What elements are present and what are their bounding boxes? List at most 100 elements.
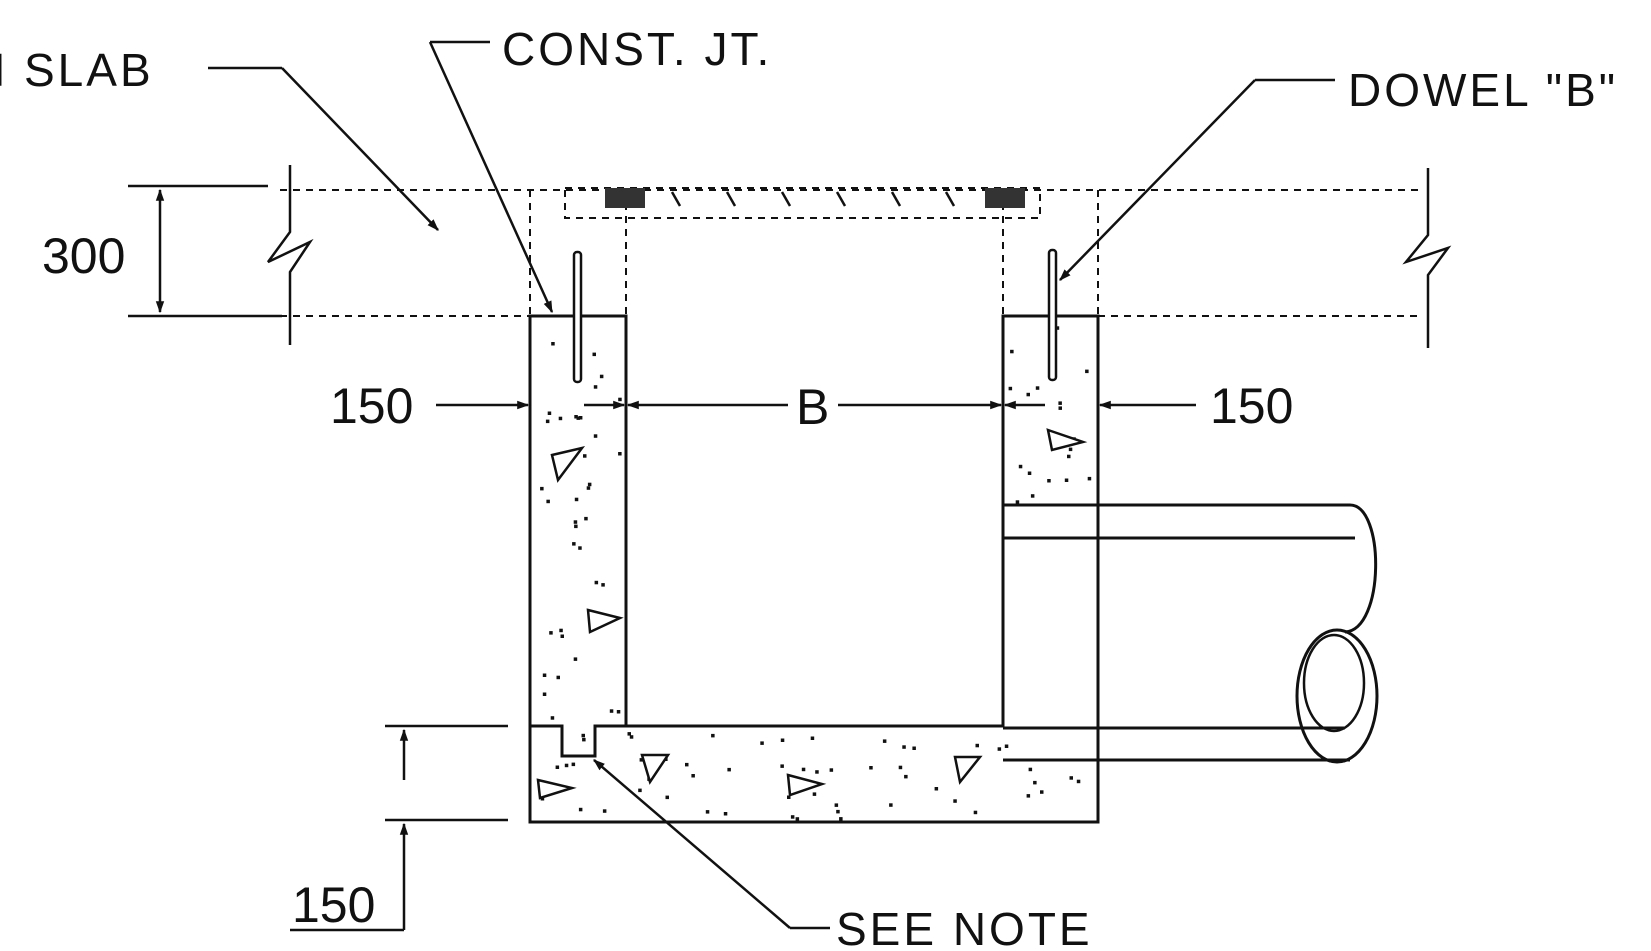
concrete-speckle [550, 716, 555, 720]
concrete-speckle [973, 810, 978, 815]
concrete-speckle [616, 710, 621, 714]
right-break-line [1402, 168, 1452, 348]
concrete-speckle [546, 499, 550, 504]
concrete-speckle [869, 766, 873, 770]
concrete-speckle [583, 454, 587, 458]
concrete-speckle [574, 497, 579, 502]
right-wall-dimension: 150 [1210, 378, 1293, 434]
concrete-speckle [549, 631, 553, 635]
inner-width-dimension: B [796, 379, 829, 435]
concrete-speckle [1030, 494, 1035, 498]
concrete-speckle [1035, 386, 1040, 390]
concrete-speckle [627, 732, 631, 736]
concrete-speckle [1008, 386, 1013, 391]
concrete-speckle [555, 765, 560, 769]
concrete-speckle [953, 799, 957, 803]
concrete-speckle [1026, 392, 1030, 397]
concrete-speckle [573, 520, 578, 524]
concrete-speckle [760, 741, 764, 745]
concrete-speckle [780, 764, 784, 768]
concrete-speckle [810, 736, 815, 740]
concrete-speckle [639, 758, 644, 762]
concrete-speckle [834, 803, 839, 807]
concrete-speckle [665, 795, 669, 800]
slab-leader [208, 66, 439, 231]
concrete-speckle [836, 809, 840, 814]
concrete-speckle [1069, 776, 1073, 780]
const-jt-label: CONST. JT. [502, 23, 772, 75]
concrete-speckle [542, 673, 547, 677]
concrete-speckle [685, 762, 689, 767]
concrete-speckle [1085, 369, 1089, 374]
concrete-speckle [559, 628, 563, 633]
concrete-speckle [898, 765, 903, 770]
concrete-speckle [1026, 794, 1031, 798]
concrete-speckle [574, 415, 578, 419]
grate-cover [564, 187, 1041, 219]
concrete-box [528, 314, 1100, 824]
concrete-speckle [540, 797, 545, 801]
concrete-speckle [578, 807, 583, 812]
concrete-speckle [609, 709, 614, 713]
concrete-speckle [1033, 780, 1037, 785]
concrete-speckle [801, 767, 806, 772]
concrete-speckle [572, 542, 576, 546]
concrete-speckle [787, 795, 791, 799]
slab-label: H SLAB [0, 44, 154, 96]
base-thickness-value: 150 [292, 877, 375, 933]
left-wall-dimension: 150 [330, 378, 413, 434]
concrete-speckle [780, 738, 785, 742]
concrete-speckle [904, 774, 908, 779]
concrete-speckle [1064, 478, 1069, 482]
concrete-speckle [1058, 406, 1062, 410]
concrete-speckle [1004, 744, 1009, 748]
concrete-speckle [1058, 401, 1062, 405]
concrete-speckle [599, 374, 604, 379]
concrete-speckle [727, 767, 731, 772]
concrete-speckle [571, 762, 576, 767]
concrete-speckle [574, 524, 578, 529]
concrete-speckle [582, 737, 586, 742]
slab-outline [280, 189, 1420, 317]
concrete-speckle [578, 546, 582, 550]
concrete-speckle [601, 583, 605, 587]
concrete-speckle [547, 411, 552, 415]
concrete-speckle [594, 580, 599, 585]
concrete-speckle [912, 746, 916, 750]
concrete-speckle [795, 817, 800, 821]
concrete-speckle [1067, 454, 1071, 459]
concrete-speckle [592, 352, 596, 357]
concrete-speckle [705, 810, 710, 814]
concrete-speckle [573, 657, 578, 661]
concrete-speckle [1076, 779, 1081, 784]
concrete-speckle [902, 745, 906, 749]
concrete-speckle [829, 768, 834, 772]
concrete-speckle [618, 397, 622, 402]
see-note-leader [593, 759, 830, 930]
concrete-speckle [1055, 326, 1060, 330]
concrete-speckle [975, 743, 979, 748]
see-note-label: SEE NOTE [836, 903, 1093, 951]
concrete-speckle [1040, 790, 1044, 794]
concrete-speckle [593, 434, 598, 438]
concrete-speckle [578, 416, 583, 420]
concrete-speckle [812, 792, 817, 796]
concrete-speckle [560, 634, 564, 638]
concrete-speckle [586, 486, 591, 490]
concrete-speckle [545, 419, 550, 424]
concrete-speckle [934, 787, 939, 791]
concrete-speckle [691, 774, 695, 778]
concrete-speckle [889, 803, 893, 807]
base-thickness-dimension [290, 724, 508, 932]
concrete-speckle [1047, 479, 1051, 483]
concrete-speckle [711, 733, 715, 738]
concrete-speckle [564, 763, 569, 768]
concrete-speckle [618, 452, 622, 456]
concrete-speckle [839, 817, 843, 821]
concrete-speckle [790, 815, 795, 819]
concrete-speckle [584, 516, 588, 521]
right-dowel [1047, 248, 1058, 382]
concrete-speckle [815, 770, 819, 774]
slab-thickness-value: 300 [42, 228, 125, 284]
